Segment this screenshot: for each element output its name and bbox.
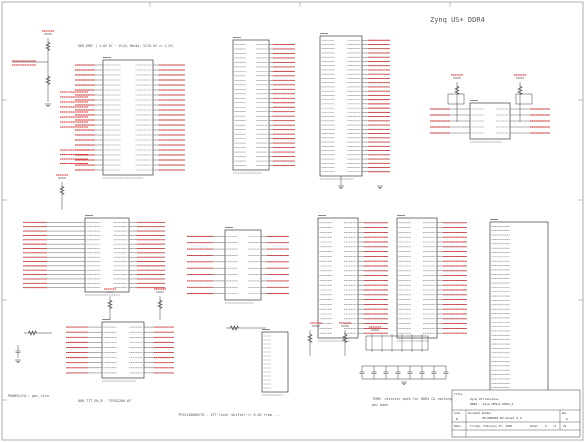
tb-title-label: Title (454, 392, 463, 396)
title-block: Title Zynq UltraScale+ DDR4 - Zynq MPSoC… (451, 389, 581, 438)
ground-symbol (338, 185, 344, 189)
term-caption-2: per bank (372, 403, 388, 407)
ic-body-u6 (224, 229, 262, 301)
ic-body-u11 (261, 331, 289, 393)
ic-body-u7 (317, 217, 359, 339)
capacitor-symbol (15, 350, 21, 353)
tb-title-line2: DDR4 - Zynq MPSoC DDR4_A (470, 402, 514, 406)
ground-symbol (45, 103, 51, 107)
tb-rev-label: Rev (562, 411, 567, 415)
ttl-caption: DDR_TTT_EN_B - TPS51200 #7 (78, 399, 131, 403)
resistor-array-symbol (365, 335, 429, 351)
ground-symbol (401, 381, 407, 385)
resistor-symbol (342, 333, 348, 343)
resistor-symbol (517, 85, 523, 95)
passive-symbol (447, 93, 465, 105)
tb-sheet-label: Sheet (530, 424, 538, 428)
resistor-symbol (454, 85, 460, 95)
ic-body-u9 (489, 221, 549, 393)
tb-date-value: Friday, February 07, 2020 (470, 424, 512, 428)
vtt-caption: TPS51200DRCTR - VTT level shifter => 0.6… (178, 413, 280, 417)
ic-body-u5 (84, 217, 130, 293)
tb-size-value: B (456, 417, 458, 421)
tb-of-label: of (553, 424, 557, 428)
tb-of-value: 22 (563, 424, 567, 428)
resistor-symbol (157, 299, 163, 309)
ground-symbol (377, 185, 383, 189)
sheet-title: Zynq US+ DDR4 (430, 16, 485, 24)
capacitor-symbol (371, 371, 377, 374)
passive-symbol (515, 93, 533, 105)
capacitor-symbol (431, 371, 437, 374)
capacitor-symbol (395, 371, 401, 374)
resistor-symbol (107, 299, 113, 309)
border-ticks (2, 2, 583, 401)
ic-body-u1 (102, 59, 154, 176)
term-caption: TERM: resistor pack for DDR4 CA routing (372, 397, 452, 401)
resistor-symbol (307, 333, 313, 343)
resistor-symbol (59, 185, 65, 195)
ddr-vref-note: DDR_VREF ( 1.0V EC ~ 1V(O) Banks: VCC0.6… (78, 44, 174, 48)
resistor-symbol (27, 330, 37, 336)
resistor-symbol (45, 41, 51, 51)
tb-sheet-value: 6 (545, 424, 547, 428)
ic-body-u8 (396, 217, 438, 339)
ground-symbol (15, 359, 21, 363)
tb-size-label: Size (454, 411, 461, 415)
capacitor-symbol (443, 371, 449, 374)
resistor-symbol (45, 75, 51, 85)
capacitor-symbol (419, 371, 425, 374)
tb-rev-value: A (566, 417, 568, 421)
capacitor-symbol (359, 371, 365, 374)
usb-power-caption: POWER/LVL: pwr_clvs (8, 394, 49, 398)
tb-title-line1: Zynq UltraScale+ (470, 397, 499, 401)
ic-body-u3 (319, 35, 363, 177)
tb-doc-label: Document Number (468, 411, 492, 415)
tb-doc-number: Z8-UBD004-R2-Sheet 6_A (482, 416, 522, 420)
tb-date-label: Date: (454, 424, 462, 428)
capacitor-symbol (383, 371, 389, 374)
capacitor-symbol (407, 371, 413, 374)
schematic-symbols (12, 30, 550, 396)
resistor-symbol (229, 325, 239, 331)
ic-body-u10 (101, 321, 145, 379)
ic-body-u2 (232, 39, 270, 171)
